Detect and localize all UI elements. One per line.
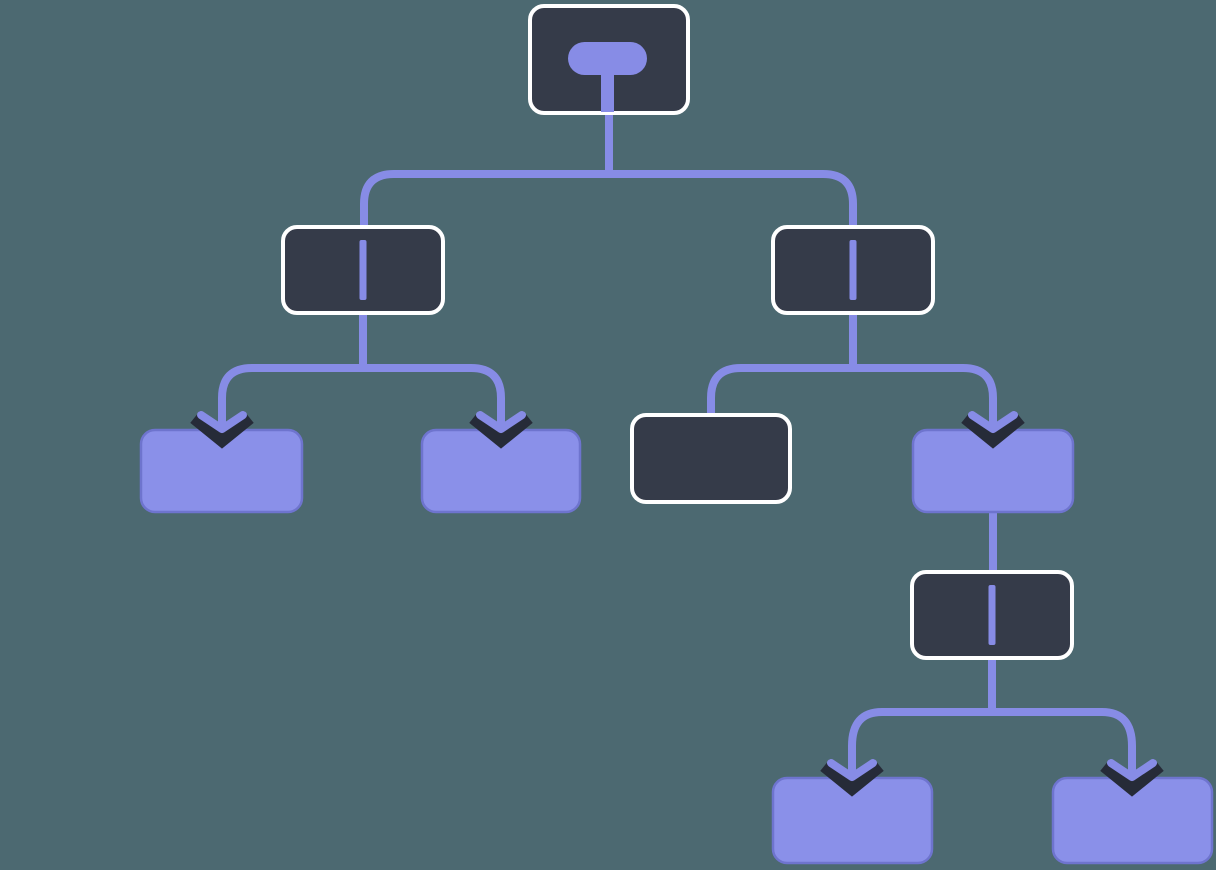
edge-branch-lower-to-leaves-rail bbox=[848, 708, 1136, 776]
arrowhead bbox=[197, 411, 247, 433]
arrowhead bbox=[968, 411, 1018, 433]
chevron-down-icon bbox=[961, 411, 1025, 449]
icons-layer bbox=[359, 42, 996, 645]
arrowhead bbox=[1107, 759, 1157, 781]
pill-with-stem-icon bbox=[568, 42, 647, 112]
chevron-down-icon bbox=[820, 759, 884, 797]
pill-stem bbox=[601, 70, 614, 112]
chevron-backing bbox=[1100, 759, 1164, 797]
edges-layer bbox=[218, 112, 1136, 776]
arrowhead bbox=[476, 411, 526, 433]
chevron-down-icon bbox=[469, 411, 533, 449]
chevron-down-icon bbox=[1100, 759, 1164, 797]
arrowhead bbox=[827, 759, 877, 781]
node-child-dark[interactable] bbox=[630, 413, 792, 504]
chevron-backing bbox=[961, 411, 1025, 449]
arrows-layer bbox=[190, 411, 1164, 797]
chevron-backing bbox=[469, 411, 533, 449]
vertical-divider-icon bbox=[849, 240, 857, 300]
edge-branch-left-to-leaves-rail bbox=[218, 364, 505, 428]
chevron-backing bbox=[820, 759, 884, 797]
chevron-backing bbox=[190, 411, 254, 449]
edge-branch-right-to-children-rail bbox=[707, 364, 997, 428]
pill-icon bbox=[568, 42, 647, 75]
vertical-divider-icon bbox=[988, 585, 996, 645]
chevron-down-icon bbox=[190, 411, 254, 449]
edge-root-to-branches-rail bbox=[360, 170, 857, 228]
vertical-divider-icon bbox=[359, 240, 367, 300]
nodes-layer bbox=[139, 4, 1214, 865]
